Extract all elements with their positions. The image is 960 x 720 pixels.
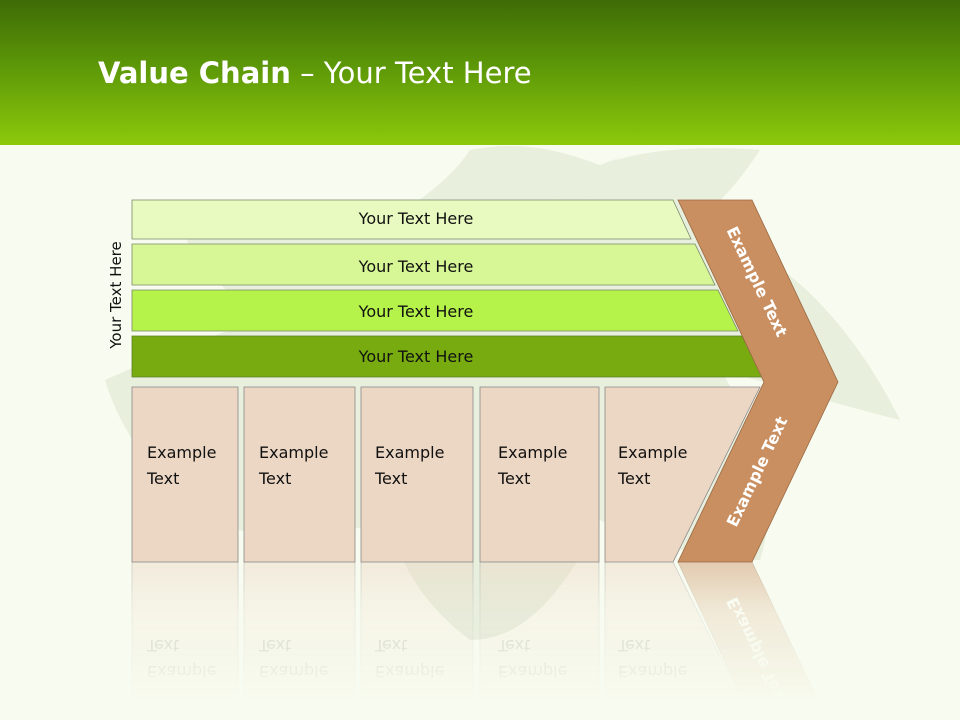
header-banner: Value Chain – Your Text Here: [0, 0, 960, 145]
reflection-box-3-line2: Text: [374, 636, 407, 655]
primary-box-1-shape: [131, 386, 239, 563]
primary-box-3: Example Text: [360, 386, 474, 563]
activity-bar-2-shape: [131, 243, 716, 286]
reflection-box-5-line2: Text: [617, 636, 650, 655]
activity-bar-1-shape: [131, 199, 692, 240]
primary-box-2-line2: Text: [258, 469, 291, 488]
reflection-box-2: [243, 561, 356, 720]
reflection-box-2-line2: Text: [258, 636, 291, 655]
reflection-box-1: [131, 561, 239, 720]
primary-box-1: Example Text: [131, 386, 239, 563]
title-rest: – Your Text Here: [290, 56, 532, 90]
primary-box-4-shape: [479, 386, 600, 563]
primary-box-3-line1: Example: [375, 443, 444, 462]
activity-bar-3-shape: [131, 289, 739, 332]
primary-box-4-line1: Example: [498, 443, 567, 462]
primary-box-5-line2: Text: [617, 469, 650, 488]
reflection-box-4: [479, 561, 600, 720]
primary-box-2: Example Text: [243, 386, 356, 563]
activity-bar-1: Your Text Here: [131, 199, 692, 240]
primary-box-4-line2: Text: [497, 469, 530, 488]
reflection-chevron: [677, 561, 828, 720]
primary-box-2-line1: Example: [259, 443, 328, 462]
reflection-box-4-line1: Example: [498, 662, 567, 681]
page-title: Value Chain – Your Text Here: [98, 52, 532, 94]
primary-box-5-line1: Example: [618, 443, 687, 462]
activity-bar-4: Your Text Here: [131, 335, 763, 378]
reflection-box-2-line1: Example: [259, 662, 328, 681]
reflection-box-4-line2: Text: [497, 636, 530, 655]
side-axis-label: Your Text Here: [107, 241, 125, 349]
reflection-box-5-line1: Example: [618, 662, 687, 681]
margin-chevron-shape: [677, 199, 839, 563]
primary-box-2-shape: [243, 386, 356, 563]
primary-box-1-line1: Example: [147, 443, 216, 462]
activity-bar-3: Your Text Here: [131, 289, 739, 332]
reflection-box-3-line1: Example: [375, 662, 444, 681]
primary-box-4: Example Text: [479, 386, 600, 563]
margin-chevron: Example Text Example Text: [677, 199, 839, 563]
activity-bar-1-label: Your Text Here: [358, 209, 474, 228]
primary-box-1-line2: Text: [146, 469, 179, 488]
primary-box-3-line2: Text: [374, 469, 407, 488]
activity-bar-3-label: Your Text Here: [358, 302, 474, 321]
title-bold: Value Chain: [98, 56, 291, 90]
reflection-box-1-line2: Text: [146, 636, 179, 655]
activity-bar-2: Your Text Here: [131, 243, 716, 286]
diagram-reflection: Example Text Example Text Example Text E…: [131, 561, 828, 720]
activity-bar-2-label: Your Text Here: [358, 257, 474, 276]
reflection-box-1-line1: Example: [147, 662, 216, 681]
activity-bar-4-label: Your Text Here: [358, 347, 474, 366]
reflection-box-3: [360, 561, 474, 720]
primary-box-5: Example Text: [604, 386, 761, 563]
primary-box-3-shape: [360, 386, 474, 563]
reflection-box-5: [604, 561, 752, 720]
